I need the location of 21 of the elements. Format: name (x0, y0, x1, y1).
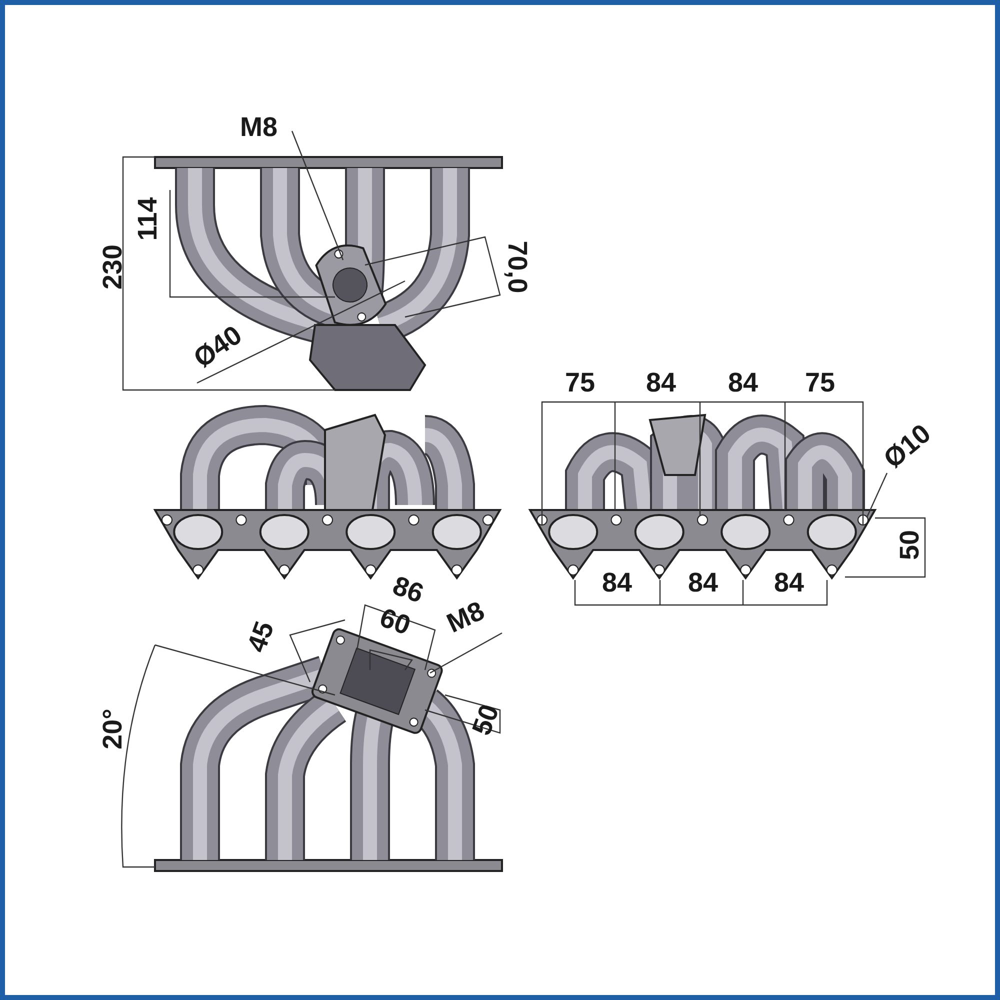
dimension-label: 50 (468, 701, 504, 739)
dimension-label: 20° (100, 708, 126, 750)
dimension-label: 84 (728, 370, 758, 396)
leader-line (430, 632, 502, 674)
dimension-label: 45 (243, 618, 279, 656)
dimension-label: 84 (688, 570, 718, 596)
leader-line (866, 472, 888, 518)
dimension-label: 75 (804, 370, 836, 396)
dimension-label: 84 (774, 570, 804, 596)
dimension-label: 50 (896, 530, 924, 560)
dimension-label: 84 (646, 370, 676, 396)
dimension-label: 75 (564, 370, 596, 396)
leader-line (291, 130, 344, 260)
dimension-label: 230 (100, 244, 126, 290)
dimension-label: 84 (602, 570, 632, 596)
dimension-label: Ø40 (189, 321, 247, 373)
dimension-label: 70,0 (504, 240, 530, 294)
callout-label: Ø10 (877, 418, 938, 476)
callout-label: M8 (238, 113, 280, 142)
dimension-label: 114 (134, 197, 162, 241)
callout-label: M8 (440, 596, 491, 640)
